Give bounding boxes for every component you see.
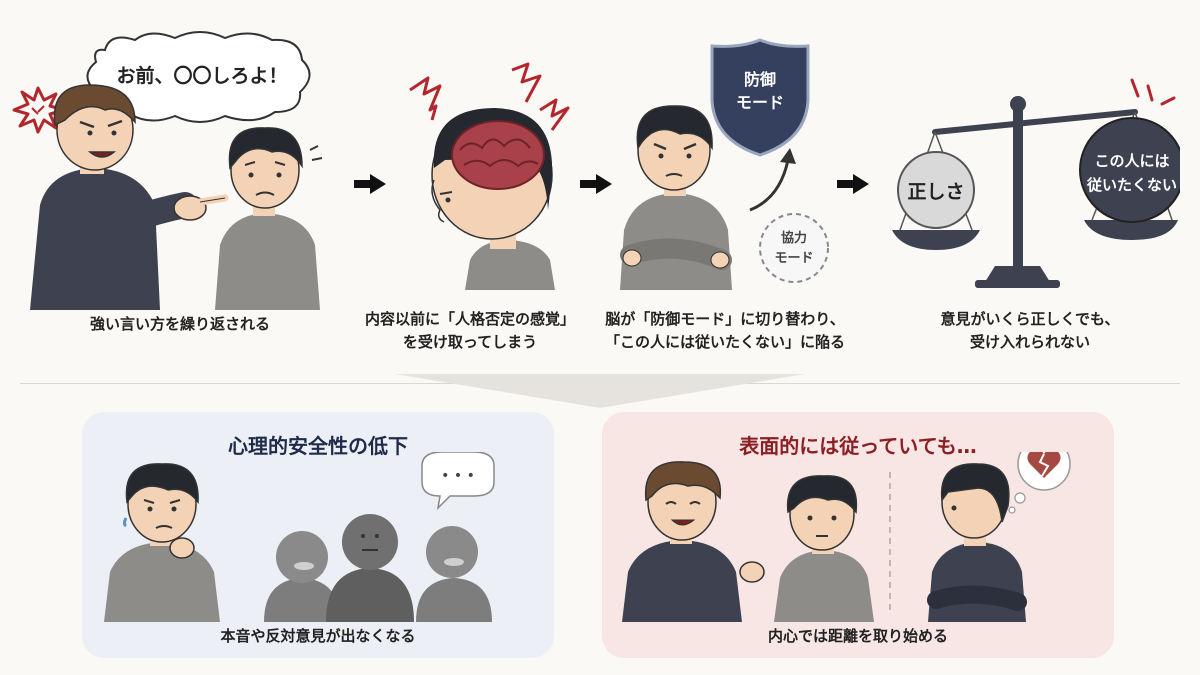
scale-illustration: 正しさ この人には 従いたくない [880, 70, 1185, 300]
step3-caption: 脳が「防御モード」に切り替わり、 「この人には従いたくない」に陥る [604, 310, 845, 351]
silent-group [264, 514, 492, 622]
curved-arrow-icon [749, 148, 796, 212]
step4-caption: 意見がいくら正しくでも、 受け入れられない [940, 310, 1120, 351]
lightning-icon [409, 62, 570, 131]
panel-title: 心理的安全性の低下 [228, 434, 408, 458]
svg-text:この人には: この人には [1094, 152, 1169, 170]
step3-illustration: 防御 モード 協力 モード [610, 30, 840, 290]
reluctance-weight: この人には 従いたくない [1079, 117, 1185, 223]
down-arrow-icon [395, 374, 805, 414]
angry-man [30, 84, 229, 310]
arrow-right-icon [835, 172, 871, 200]
svg-text:モード: モード [736, 93, 784, 112]
shield-icon: 防御 モード [710, 38, 810, 157]
panel-caption: 本音や反対意見が出なくなる [220, 627, 416, 645]
panel-surface-compliance: 表面的には従っていても… [602, 412, 1114, 658]
broken-heart-thought [1008, 452, 1071, 514]
worried-man [215, 127, 323, 310]
svg-text:• • •: • • • [441, 468, 475, 484]
brain-icon [451, 120, 545, 190]
svg-text:防御: 防御 [744, 70, 776, 89]
arrow-right-icon [578, 172, 614, 200]
arrow-right-icon [352, 172, 388, 200]
talking-person [622, 461, 765, 622]
panel-caption: 内心では距離を取り始める [767, 627, 948, 645]
step2-caption: 内容以前に「人格否定の感覚」 を受け取ってしまう [364, 310, 575, 351]
panel-title: 表面的には従っていても… [739, 434, 977, 458]
correctness-weight: 正しさ [897, 151, 975, 229]
turned-away-person [927, 463, 1027, 622]
speech-bubble-text: お前、〇〇しろよ！ [116, 64, 287, 87]
step1-caption: 強い言い方を繰り返される [89, 315, 270, 333]
anger-burst-icon [12, 86, 66, 134]
svg-text:正しさ: 正しさ [907, 181, 964, 203]
step1-illustration: お前、〇〇しろよ！ [10, 30, 340, 310]
worried-person [104, 463, 220, 622]
coop-mode-badge: 協力 モード [759, 213, 829, 283]
listening-person [774, 475, 874, 622]
panel-psych-safety: 心理的安全性の低下 [82, 412, 554, 658]
svg-text:従いたくない: 従いたくない [1086, 176, 1177, 194]
svg-text:モード: モード [774, 251, 813, 266]
step2-illustration [400, 60, 570, 290]
ellipsis-bubble: • • • [421, 452, 495, 511]
svg-text:協力: 協力 [781, 230, 807, 246]
